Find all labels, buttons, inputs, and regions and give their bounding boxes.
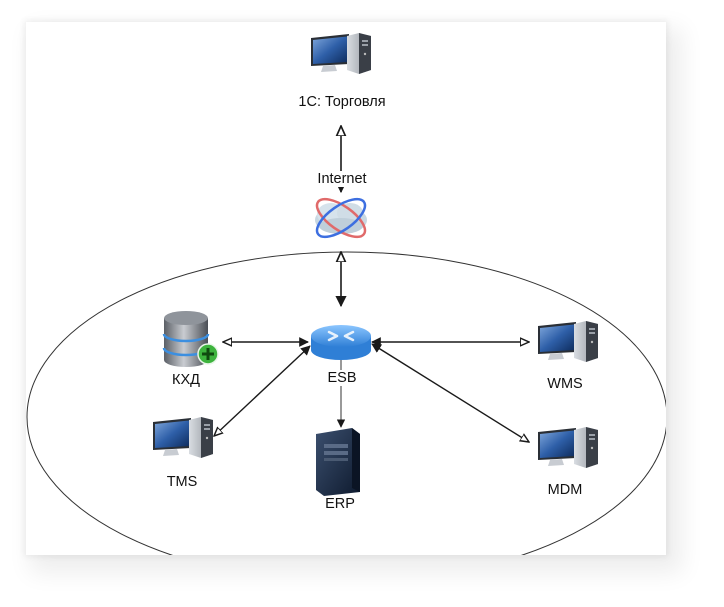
desktop-computer-icon xyxy=(538,427,598,468)
desktop-computer-icon xyxy=(538,321,598,362)
node-label-mdm: MDM xyxy=(547,482,583,498)
database-add-icon xyxy=(162,311,219,367)
node-label-erp: ERP xyxy=(325,496,355,512)
router-icon xyxy=(311,325,371,360)
server-tower-icon xyxy=(316,428,360,496)
desktop-computer-icon xyxy=(153,417,213,458)
node-label-esb: ESB xyxy=(326,370,358,386)
node-label-internet: Internet xyxy=(316,171,368,187)
node-label-kxd: КХД xyxy=(172,372,200,388)
node-label-tms: TMS xyxy=(166,474,198,490)
node-label-1c: 1C: Торговля xyxy=(298,94,386,110)
internal-systems-boundary xyxy=(26,251,666,555)
internet-cloud-icon xyxy=(315,197,367,239)
diagram-svg xyxy=(26,33,666,555)
diagram-canvas: 1C: Торговля Internet ESB КХД TMS ERP WM… xyxy=(26,22,666,555)
edge-esb-mdm xyxy=(372,343,529,442)
edge-esb-tms xyxy=(214,346,310,436)
desktop-computer-icon xyxy=(311,33,371,74)
node-label-wms: WMS xyxy=(547,376,583,392)
